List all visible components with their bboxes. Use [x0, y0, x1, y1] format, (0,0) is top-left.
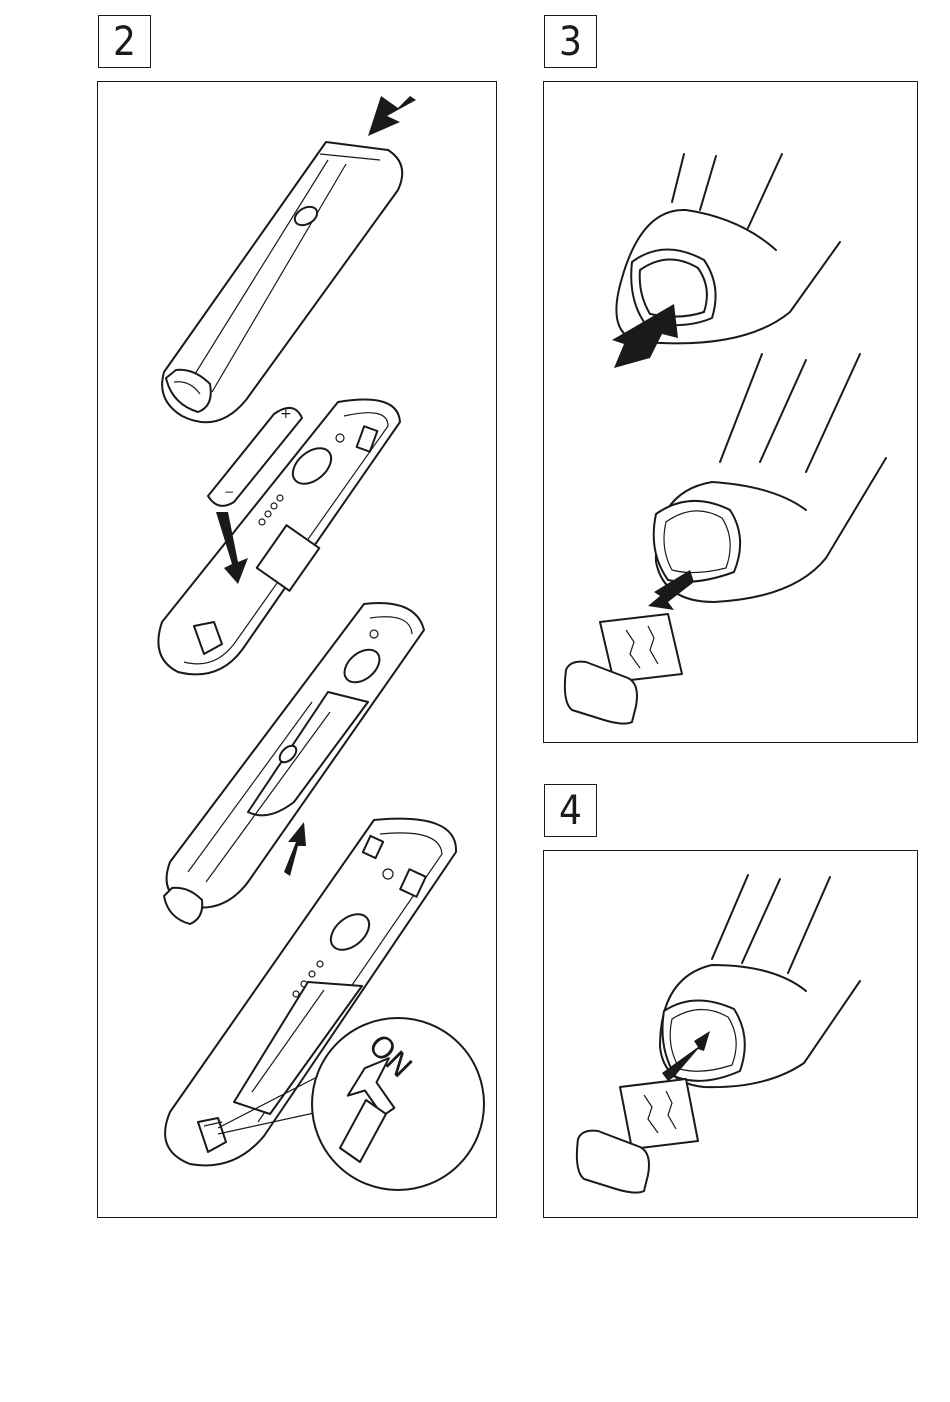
step-4-panel	[543, 850, 918, 1218]
battery-plus-mark: +	[280, 406, 292, 422]
usb-receiver-dongle	[565, 614, 682, 724]
step-3-illustration	[544, 82, 918, 743]
step-3-panel	[543, 81, 918, 743]
slide-cover-arrow	[284, 822, 306, 876]
step-number-4: 4	[544, 784, 597, 837]
step-number-3: 3	[544, 15, 597, 68]
step-number-2: 2	[98, 15, 151, 68]
remote-end-top	[616, 154, 840, 343]
on-switch-callout: ON	[312, 1018, 484, 1190]
step-2-illustration: + −	[98, 82, 497, 1218]
remote-end-middle	[654, 354, 886, 602]
usb-receiver-dongle	[577, 1079, 698, 1193]
battery-cover	[162, 142, 402, 422]
push-cover-arrow	[368, 96, 416, 136]
battery-minus-mark: −	[224, 485, 234, 499]
step-4-illustration	[544, 851, 918, 1218]
step-2-panel: + −	[97, 81, 497, 1218]
